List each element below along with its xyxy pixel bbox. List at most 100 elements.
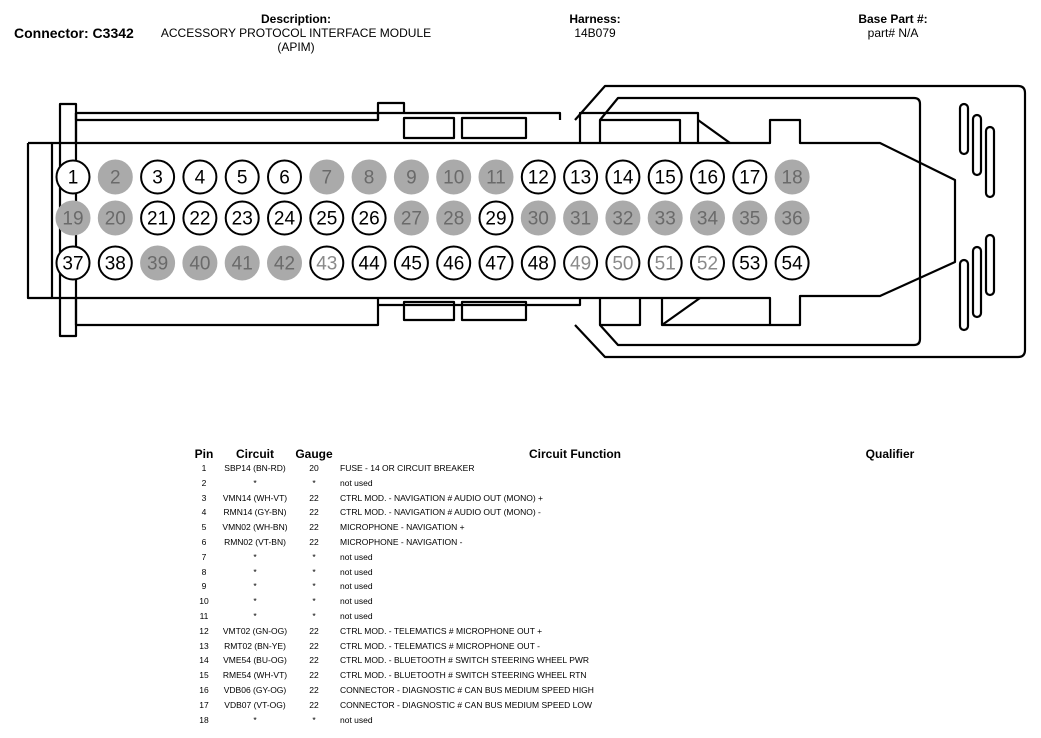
pin-50: 50 (605, 245, 641, 281)
pin-number: 24 (274, 209, 296, 230)
pin-circle (774, 200, 810, 236)
pin-circle (478, 159, 514, 195)
pin-number: 12 (528, 168, 549, 189)
table-row: 8**not used (190, 565, 970, 580)
pin-16: 16 (690, 159, 725, 195)
pin-number: 39 (147, 254, 168, 275)
pin-circle (393, 200, 429, 236)
pin-circle (309, 159, 345, 195)
pin-42: 42 (267, 245, 302, 281)
pin-circle (267, 200, 302, 236)
cell-pin: 13 (199, 640, 209, 651)
pin-circle (436, 200, 472, 236)
cell-gauge: 22 (309, 655, 319, 666)
table-row: 11**not used (190, 609, 970, 624)
cell-gauge: * (312, 551, 316, 562)
pin-circle (224, 245, 260, 281)
header-circuit: Circuit (235, 446, 274, 461)
pin-number: 53 (739, 254, 760, 275)
pin-17: 17 (732, 159, 768, 195)
cell-pin: 7 (201, 551, 207, 562)
cell-pin: 18 (199, 714, 209, 725)
rib-bottom-2 (971, 245, 983, 319)
cell-gauge: * (312, 610, 316, 621)
pin-circle (647, 200, 683, 236)
harness-value: 14B079 (574, 26, 616, 40)
pin-number: 6 (279, 168, 290, 189)
cell-qualifier (810, 624, 970, 639)
cell-qualifier (810, 594, 970, 609)
pin-number: 48 (528, 254, 549, 275)
cell-qualifier (810, 653, 970, 668)
pin-23: 23 (224, 200, 260, 236)
pin-30: 30 (520, 200, 556, 236)
pin-circle (267, 159, 302, 195)
pin-40: 40 (182, 245, 218, 281)
pin-circle (97, 245, 133, 281)
pin-number: 52 (697, 254, 718, 275)
pin-number: 1 (68, 168, 79, 189)
cell-qualifier (810, 535, 970, 550)
cell-pin: 6 (201, 536, 207, 547)
pin-circle (732, 245, 768, 281)
cell-pin: 17 (199, 699, 209, 710)
pin-22: 22 (182, 200, 218, 236)
pin-circle (605, 245, 641, 281)
pin-number: 14 (612, 168, 634, 189)
cell-qualifier (810, 609, 970, 624)
pin-circle (309, 200, 345, 236)
cell-function: FUSE - 14 OR CIRCUIT BREAKER (340, 463, 475, 473)
pin-circle (55, 245, 91, 281)
connector-label: Connector: C3342 (14, 25, 134, 41)
cell-pin: 8 (201, 566, 207, 577)
pin-48: 48 (520, 245, 556, 281)
cell-function: not used (340, 610, 373, 621)
cell-circuit: VME54 (BU-OG) (223, 655, 287, 666)
pin-number: 11 (486, 168, 506, 189)
housing-outer-right (574, 84, 1027, 359)
pin-38: 38 (97, 245, 133, 281)
pin-44: 44 (351, 245, 387, 281)
pin-32: 32 (605, 200, 641, 236)
cell-qualifier (810, 565, 970, 580)
cell-function: CTRL MOD. - BLUETOOTH # SWITCH STEERING … (340, 655, 590, 666)
harness-label: Harness: (569, 12, 621, 26)
header-function: Circuit Function (529, 446, 621, 461)
pin-circle (224, 200, 260, 236)
pin-9: 9 (393, 159, 429, 195)
pin-number: 44 (359, 254, 381, 275)
pin-number: 18 (782, 168, 803, 189)
pin-circle (182, 200, 218, 236)
pin-6: 6 (267, 159, 302, 195)
pin-circle (436, 245, 472, 281)
pin-36: 36 (774, 200, 810, 236)
header-pin: Pin (194, 446, 214, 461)
pin-circle (351, 245, 387, 281)
pin-number: 9 (406, 168, 417, 189)
pin-number: 31 (570, 209, 591, 230)
pin-37: 37 (55, 245, 91, 281)
cell-function: not used (340, 477, 373, 488)
cell-circuit: VMN02 (WH-BN) (222, 522, 288, 533)
pin-circle (393, 159, 429, 195)
pin-circle (690, 159, 725, 195)
cell-function: MICROPHONE - NAVIGATION + (340, 522, 465, 533)
cell-circuit: RMN14 (GY-BN) (223, 507, 287, 518)
description-line2: (APIM) (277, 40, 315, 54)
pin-number: 5 (237, 168, 248, 189)
pin-number: 37 (62, 254, 83, 275)
pin-31: 31 (563, 200, 599, 236)
pin-circle (97, 159, 133, 195)
cell-pin: 3 (201, 492, 207, 503)
cell-gauge: * (312, 596, 316, 607)
cell-pin: 12 (199, 625, 209, 636)
cell-qualifier (810, 683, 970, 698)
pin-circle (478, 200, 514, 236)
pin-number: 47 (485, 254, 506, 275)
pin-11: 11 (478, 159, 514, 195)
